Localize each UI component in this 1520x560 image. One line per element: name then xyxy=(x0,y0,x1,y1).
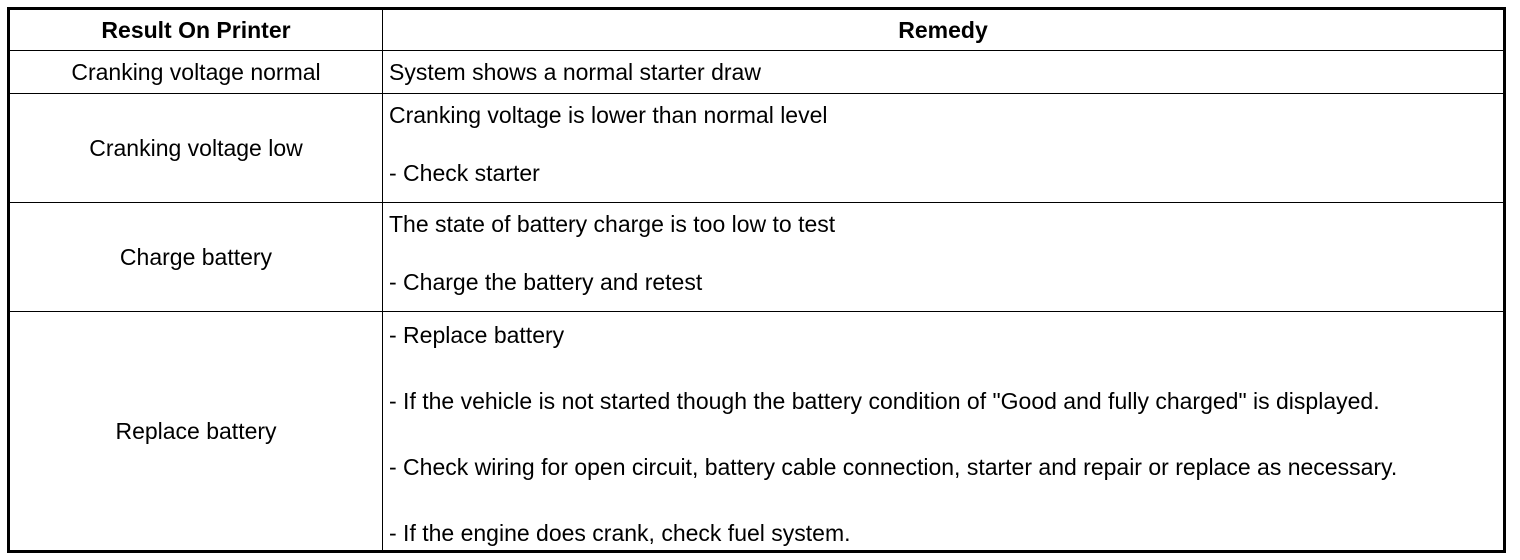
header-result-on-printer: Result On Printer xyxy=(9,9,383,51)
result-cell: Cranking voltage low xyxy=(9,93,383,203)
remedy-line: - Replace battery xyxy=(389,322,565,348)
header-row: Result On Printer Remedy xyxy=(9,9,1504,51)
remedy-cell: - Replace battery - If the vehicle is no… xyxy=(382,311,1504,551)
table-row: Cranking voltage normal System shows a n… xyxy=(9,50,1504,94)
remedy-line: - Charge the battery and retest xyxy=(389,269,703,295)
result-cell: Charge battery xyxy=(9,202,383,312)
battery-test-results-document: Result On Printer Remedy Cranking voltag… xyxy=(7,7,1506,553)
remedy-line: System shows a normal starter draw xyxy=(389,58,761,85)
header-remedy: Remedy xyxy=(382,9,1504,51)
remedy-line: - Check starter xyxy=(389,160,540,186)
remedy-cell: Cranking voltage is lower than normal le… xyxy=(382,93,1504,203)
result-cell: Replace battery xyxy=(9,311,383,551)
remedy-line: - If the vehicle is not started though t… xyxy=(389,388,1380,414)
remedy-line: The state of battery charge is too low t… xyxy=(389,211,836,237)
remedy-line: - If the engine does crank, check fuel s… xyxy=(389,520,851,546)
result-cell: Cranking voltage normal xyxy=(9,50,383,94)
remedy-line: - Check wiring for open circuit, battery… xyxy=(389,454,1398,480)
remedy-cell: System shows a normal starter draw xyxy=(382,50,1504,94)
table-row: Charge battery The state of battery char… xyxy=(9,202,1504,312)
table-row: Cranking voltage low Cranking voltage is… xyxy=(9,93,1504,203)
remedy-cell: The state of battery charge is too low t… xyxy=(382,202,1504,312)
remedy-line: Cranking voltage is lower than normal le… xyxy=(389,102,828,128)
table-row: Replace battery - Replace battery - If t… xyxy=(9,311,1504,551)
results-table: Result On Printer Remedy Cranking voltag… xyxy=(9,9,1504,551)
